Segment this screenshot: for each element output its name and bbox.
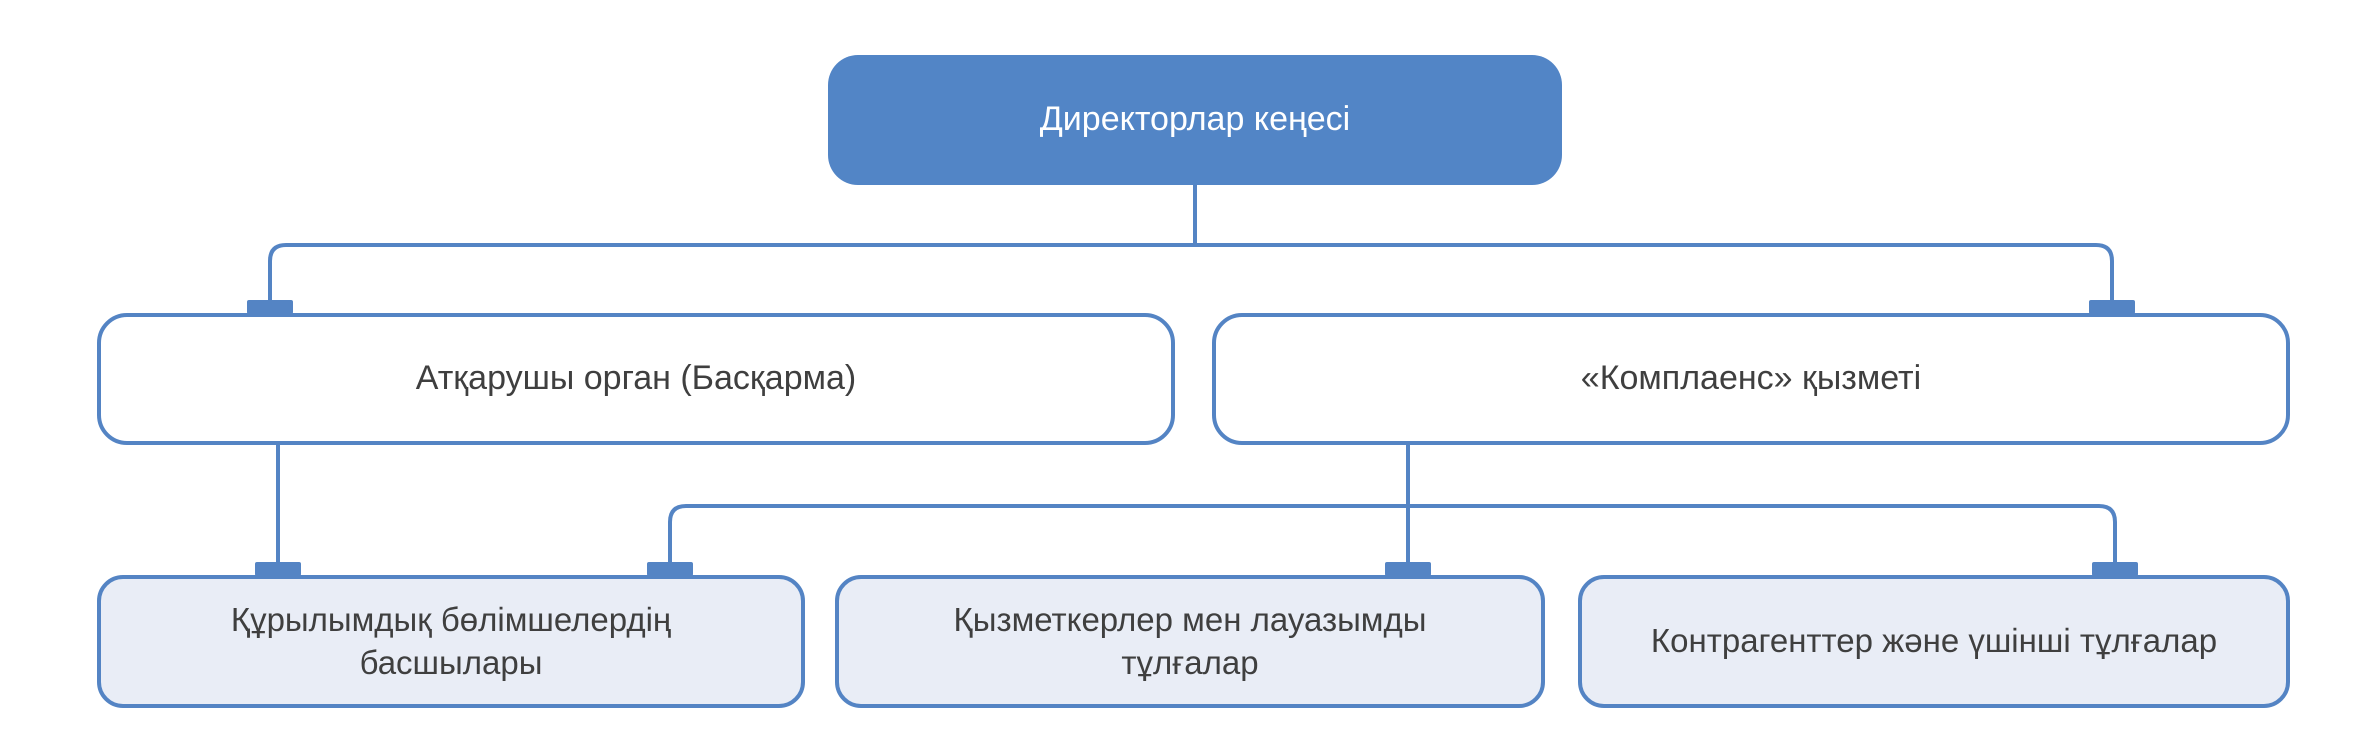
connector-rail-level3 bbox=[668, 504, 2117, 575]
connector-anchor-stub bbox=[2092, 562, 2138, 576]
org-node-label: «Комплаенс» қызметі bbox=[1580, 359, 1922, 398]
connector-anchor-stub bbox=[255, 562, 301, 576]
org-node-executive-body: Атқарушы орган (Басқарма) bbox=[97, 313, 1175, 445]
org-node-label: Директорлар кеңесі bbox=[1039, 100, 1351, 139]
connector-anchor-stub bbox=[1385, 562, 1431, 576]
org-node-structural-unit-heads: Құрылымдық бөлімшелердің басшылары bbox=[97, 575, 805, 708]
org-node-label: Құрылымдық бөлімшелердің басшылары bbox=[230, 601, 672, 681]
org-node-label: Қызметкерлер мен лауазымды тұлғалар bbox=[953, 601, 1427, 681]
connector-rail-level2 bbox=[268, 243, 2114, 313]
org-node-label: Контрагенттер және үшінші тұлғалар bbox=[1650, 622, 2218, 660]
org-node-compliance-service: «Комплаенс» қызметі bbox=[1212, 313, 2290, 445]
org-node-board-of-directors: Директорлар кеңесі bbox=[828, 55, 1562, 185]
org-node-employees-and-officials: Қызметкерлер мен лауазымды тұлғалар bbox=[835, 575, 1545, 708]
org-node-label: Атқарушы орган (Басқарма) bbox=[415, 359, 857, 398]
connector-anchor-stub bbox=[2089, 300, 2135, 314]
connector-anchor-stub bbox=[647, 562, 693, 576]
connector-anchor-stub bbox=[247, 300, 293, 314]
org-node-counterparties-third-parties: Контрагенттер және үшінші тұлғалар bbox=[1578, 575, 2290, 708]
